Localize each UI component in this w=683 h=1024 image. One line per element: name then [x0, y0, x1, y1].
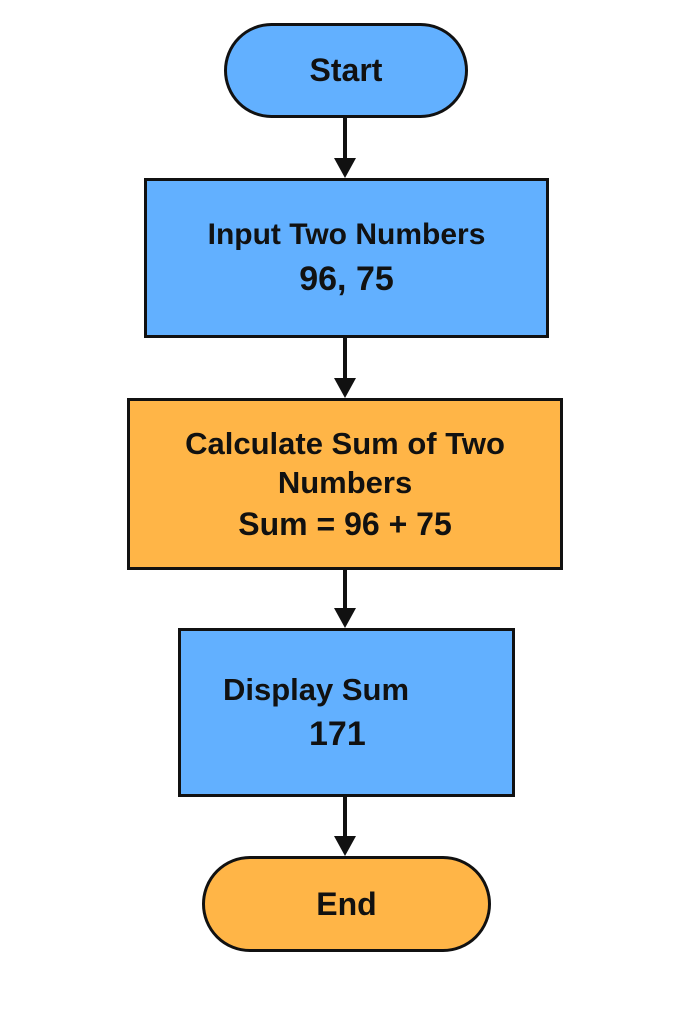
calculate-sum-title-line2: Numbers: [277, 464, 413, 500]
input-numbers-process: Input Two Numbers 96, 75: [144, 178, 549, 338]
arrow-start-to-input: [334, 117, 356, 178]
calculate-sum-process: Calculate Sum of Two Numbers Sum = 96 + …: [127, 398, 563, 570]
calculate-sum-title-line1: Calculate Sum of Two: [185, 425, 505, 461]
calculate-sum-expression: Sum = 96 + 75: [238, 505, 452, 542]
input-numbers-title: Input Two Numbers: [207, 217, 486, 251]
display-sum-result: 171: [309, 714, 366, 753]
start-label: Start: [309, 52, 383, 89]
display-sum-process: Display Sum 171: [178, 628, 515, 797]
arrow-display-to-end: [334, 796, 356, 856]
arrow-calculate-to-display: [334, 569, 356, 628]
arrow-input-to-calculate: [334, 337, 356, 398]
display-sum-title: Display Sum: [223, 671, 410, 707]
end-label: End: [316, 885, 377, 922]
start-terminal: Start: [224, 23, 468, 118]
input-numbers-values: 96, 75: [299, 259, 394, 298]
end-terminal: End: [202, 856, 491, 952]
